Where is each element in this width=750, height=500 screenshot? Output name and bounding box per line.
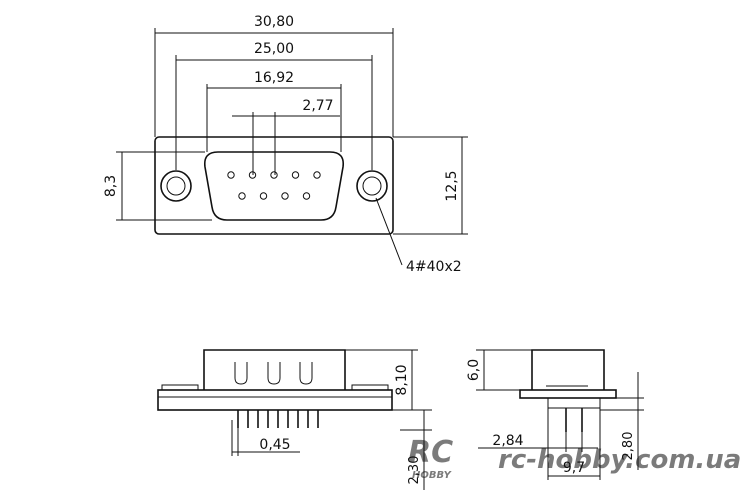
dim-shell-height-label: 8,3: [103, 175, 119, 197]
dim-pin-length: 2,30: [400, 409, 432, 490]
dim-pin-length-label: 2,30: [407, 456, 422, 485]
dim-pin-width: 0,45: [231, 420, 300, 456]
dim-shell-width-label: 16,92: [254, 70, 294, 86]
dim-hole-spacing-label: 25,00: [254, 41, 294, 57]
dim-overall-width-label: 30,80: [254, 14, 294, 30]
side-shell: [531, 349, 605, 390]
top-view: 30,80 25,00 16,92 2,77 8,3: [103, 14, 468, 275]
contact-u-1: [234, 362, 248, 385]
flange-outline: [154, 136, 394, 235]
side-view: 6,0 2,84 9,7 2,80: [466, 349, 644, 480]
dim-front-height-label: 8,10: [394, 364, 410, 395]
dim-side-depth: 9,7: [547, 408, 601, 480]
dim-row-spacing-label: 2,84: [492, 433, 523, 449]
contact-u-3: [299, 362, 313, 385]
side-flange: [519, 389, 617, 399]
dim-pin-width-label: 0,45: [259, 437, 290, 453]
dim-hole-spacing: 25,00: [175, 41, 373, 170]
dim-pin-pitch: 2,77: [232, 98, 340, 175]
watermark-url: rc-hobby.com.ua: [498, 445, 741, 475]
screw-callout: 4#40x2: [375, 197, 462, 275]
logo-text: RC: [408, 435, 453, 470]
pin-top-5: [313, 171, 321, 179]
rc-hobby-logo: RC HOBBY: [408, 435, 453, 481]
contact-u-2: [267, 362, 281, 385]
pin-top-1: [227, 171, 235, 179]
dim-row-spacing: 2,84: [478, 432, 598, 452]
logo-sub: HOBBY: [412, 470, 453, 481]
dim-pin-pitch-label: 2,77: [302, 98, 333, 114]
pin-top-4: [291, 171, 300, 179]
pin-row-bottom: [238, 192, 311, 200]
dim-side-shell-height: 6,0: [466, 349, 532, 391]
mounting-hole-left: [160, 170, 192, 202]
screw-callout-label: 4#40x2: [406, 259, 462, 275]
dim-shell-width: 16,92: [206, 70, 342, 152]
pin-bottom-4: [302, 192, 311, 200]
dim-overall-height: 12,5: [393, 136, 468, 235]
dim-side-shell-height-label: 6,0: [466, 359, 482, 381]
dim-side-pin-length-label: 2,80: [621, 432, 636, 461]
side-body: [547, 397, 601, 409]
front-view: 8,10 0,45 2,30: [157, 349, 432, 490]
mounting-hole-right: [356, 170, 388, 202]
pin-top-3: [270, 171, 278, 179]
dim-shell-height: 8,3: [103, 151, 212, 221]
dim-front-height: 8,10: [345, 349, 418, 411]
dim-side-depth-label: 9,7: [563, 460, 585, 476]
front-shell: [203, 349, 346, 390]
pin-bottom-1: [238, 192, 246, 200]
front-pin-row: [237, 410, 319, 428]
front-flange: [157, 389, 393, 411]
pin-bottom-3: [281, 192, 289, 200]
dim-side-pin-length: 2,80: [600, 372, 644, 470]
dim-overall-height-label: 12,5: [444, 170, 460, 201]
pin-row-top: [227, 171, 321, 179]
pin-bottom-2: [259, 192, 268, 200]
dim-overall-width: 30,80: [154, 14, 394, 137]
d-shell-outline: [203, 151, 345, 221]
watermark: RC HOBBY rc-hobby.com.ua: [408, 435, 741, 481]
